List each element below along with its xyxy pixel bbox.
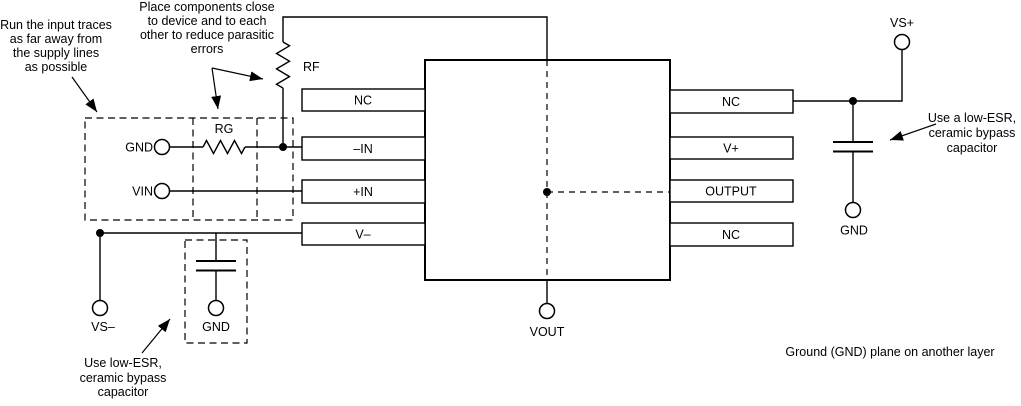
pin-right-vplus-label: V+ — [723, 142, 739, 156]
annotation-bypass-right: Use a low-ESR, ceramic bypass capacitor — [928, 111, 1016, 155]
arrow-input-traces — [71, 76, 98, 113]
annotation-line: capacitor — [947, 141, 998, 155]
terminal-gnd-vminus-cap: GND — [202, 299, 230, 334]
annotation-place-components: Place components close to device and to … — [139, 0, 275, 56]
annotation-line: ceramic bypass — [929, 126, 1016, 140]
terminal-gnd-vminus-cap-label: GND — [202, 320, 230, 334]
terminal-vout: VOUT — [530, 302, 565, 339]
pin-right-vplus: V+ — [669, 136, 794, 160]
annotation-bypass-left: Use low-ESR, ceramic bypass capacitor — [80, 356, 167, 399]
terminal-vs-plus: VS+ — [890, 16, 914, 51]
annotation-line: to device and to each — [148, 14, 267, 28]
junction-hidden-trace — [543, 188, 551, 196]
input-section-dashed-box — [84, 117, 294, 221]
rg-resistor — [202, 139, 246, 155]
terminal-vs-minus-label: VS– — [91, 320, 115, 334]
annotation-line: as far away from — [10, 32, 102, 46]
pin-left-inverting-input: –IN — [301, 136, 426, 161]
feedback-trace — [282, 16, 548, 147]
pin-left-vminus-label: V– — [355, 228, 370, 242]
pin-left-vminus: V– — [301, 222, 426, 246]
pin-right-nc-bottom-label: NC — [722, 228, 740, 242]
annotation-line: capacitor — [98, 385, 149, 399]
pin-right-nc-top-label: NC — [722, 95, 740, 109]
pin-right-output-label: OUTPUT — [705, 185, 757, 199]
junction-vplus — [849, 97, 857, 105]
pin-left-nc: NC — [301, 88, 426, 112]
annotation-line: Run the input traces — [0, 18, 112, 32]
terminal-gnd-vplus-cap-label: GND — [840, 224, 868, 238]
terminal-vout-label: VOUT — [530, 325, 565, 339]
pin-right-output: OUTPUT — [669, 179, 794, 203]
terminal-vs-minus: VS– — [91, 299, 115, 334]
annotation-line: as possible — [25, 60, 88, 74]
pin-right-nc-bottom: NC — [669, 222, 794, 247]
terminal-vin-label: VIN — [132, 185, 153, 199]
arrow-bypass-right — [889, 123, 937, 141]
pin-left-nc-label: NC — [354, 94, 372, 108]
annotation-line: Place components close — [139, 0, 275, 14]
annotation-run-input-traces: Run the input traces as far away from th… — [0, 18, 112, 74]
vminus-bypass-dashed-box — [184, 239, 248, 344]
vplus-trace — [793, 49, 903, 102]
annotation-line: errors — [191, 42, 224, 56]
terminal-vs-plus-label: VS+ — [890, 16, 914, 30]
annotation-ground-plane: Ground (GND) plane on another layer — [785, 345, 994, 359]
junction-vminus — [96, 229, 104, 237]
arrow-bypass-left — [141, 318, 171, 354]
vplus-bypass-capacitor — [833, 141, 873, 153]
terminal-vin: VIN — [132, 182, 171, 200]
annotation-line: ceramic bypass — [80, 371, 167, 385]
rf-resistor-label: RF — [303, 60, 320, 74]
annotation-line: the supply lines — [13, 46, 99, 60]
vminus-bypass-capacitor — [196, 260, 236, 272]
arrow-place-components-rf — [211, 67, 264, 82]
vminus-trace — [99, 232, 302, 301]
annotation-line: Use low-ESR, — [84, 356, 162, 370]
pin-left-noninverting-input: +IN — [301, 179, 426, 204]
pin-right-nc-top: NC — [669, 89, 794, 114]
junction-inverting-input — [279, 143, 287, 151]
terminal-gnd-input-label: GND — [125, 141, 153, 155]
rg-resistor-label: RG — [215, 122, 234, 136]
terminal-gnd-vplus-cap: GND — [840, 201, 868, 238]
arrow-place-components-rg — [211, 67, 222, 110]
rf-resistor — [275, 41, 291, 89]
ic-body — [424, 59, 671, 281]
annotation-line: Use a low-ESR, — [928, 111, 1016, 125]
annotation-line: other to reduce parasitic — [140, 28, 274, 42]
pin-left-noninverting-input-label: +IN — [353, 185, 373, 199]
terminal-gnd-input: GND — [125, 138, 171, 156]
pin-left-inverting-input-label: –IN — [353, 142, 372, 156]
